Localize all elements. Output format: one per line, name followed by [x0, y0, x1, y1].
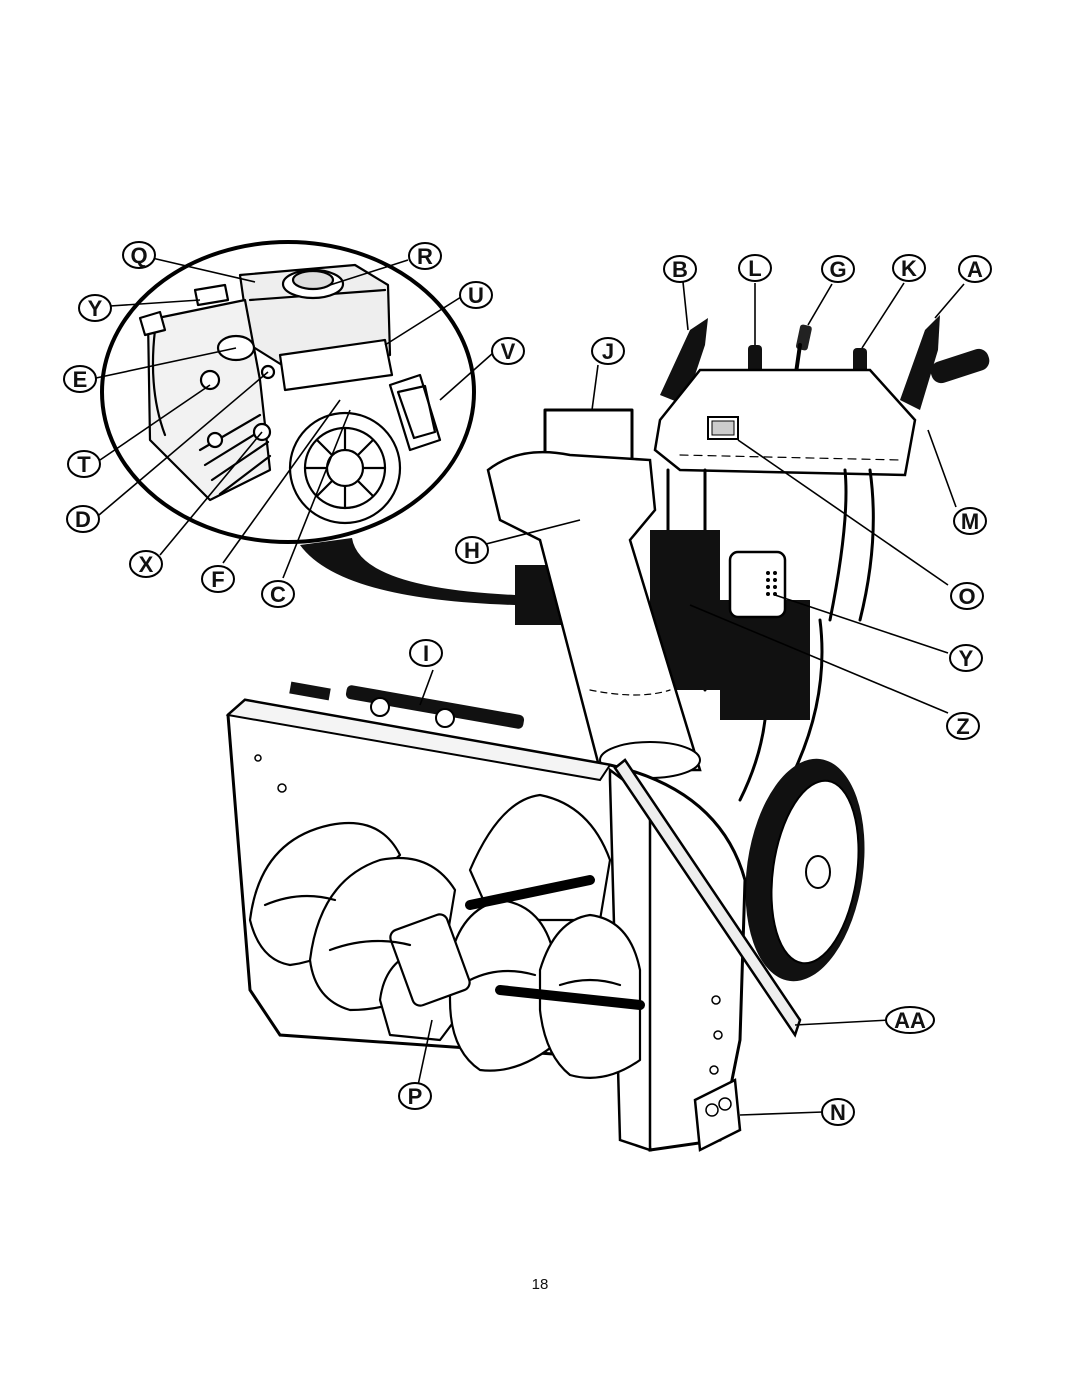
- page-number: 18: [531, 1276, 549, 1293]
- callout-K: K: [892, 254, 926, 282]
- svg-text:R: R: [417, 244, 433, 269]
- svg-text:B: B: [672, 257, 688, 282]
- callout-H: H: [455, 536, 489, 564]
- svg-text:V: V: [501, 339, 516, 364]
- callout-X: X: [129, 550, 163, 578]
- svg-text:K: K: [901, 256, 917, 281]
- svg-text:T: T: [77, 452, 91, 477]
- svg-text:O: O: [958, 584, 975, 609]
- lever-L: [748, 345, 762, 375]
- svg-text:H: H: [464, 538, 480, 563]
- callout-L: L: [738, 254, 772, 282]
- callout-R: R: [408, 242, 442, 270]
- callout-AA: AA: [885, 1006, 935, 1034]
- callout-T: T: [67, 450, 101, 478]
- svg-text:A: A: [967, 257, 983, 282]
- svg-text:X: X: [139, 552, 154, 577]
- skid-shoe: [693, 1078, 742, 1152]
- svg-text:Z: Z: [956, 714, 969, 739]
- svg-text:G: G: [829, 257, 846, 282]
- leader-lines: [95, 257, 965, 1116]
- auger-drive-shaft: [289, 681, 525, 729]
- left-handle-grip: [660, 318, 708, 405]
- engine-drawing: [138, 263, 442, 525]
- right-handle-grip: [900, 315, 940, 410]
- svg-text:P: P: [408, 1084, 423, 1109]
- svg-text:C: C: [270, 582, 286, 607]
- callout-I: I: [409, 639, 443, 667]
- shave-plate: [613, 758, 802, 1038]
- control-panel: [653, 368, 917, 477]
- right-handle-bar: [930, 348, 990, 384]
- svg-text:I: I: [423, 641, 429, 666]
- callout-E: E: [63, 365, 97, 393]
- svg-text:L: L: [748, 256, 761, 281]
- svg-text:E: E: [73, 367, 88, 392]
- wheel: [745, 758, 865, 982]
- callout-F: F: [201, 565, 235, 593]
- callout-Q: Q: [122, 241, 156, 269]
- callout-Y-engine: Y: [78, 294, 112, 322]
- callout-P: P: [398, 1082, 432, 1110]
- svg-text:Y: Y: [959, 646, 974, 671]
- callout-D: D: [66, 505, 100, 533]
- svg-text:N: N: [830, 1100, 846, 1125]
- svg-text:Q: Q: [130, 243, 147, 268]
- callout-C: C: [261, 580, 295, 608]
- svg-text:M: M: [961, 509, 979, 534]
- svg-text:U: U: [468, 283, 484, 308]
- augers: [248, 793, 645, 1079]
- callout-J: J: [591, 337, 625, 365]
- svg-text:J: J: [602, 339, 614, 364]
- callout-U: U: [459, 281, 493, 309]
- engine-inset: [100, 240, 515, 605]
- chute-crank: [543, 408, 634, 490]
- callout-B: B: [663, 255, 697, 283]
- callout-A: A: [958, 255, 992, 283]
- callout-Y-body: Y: [949, 644, 983, 672]
- callout-Z: Z: [946, 712, 980, 740]
- callout-M: M: [953, 507, 987, 535]
- svg-text:D: D: [75, 507, 91, 532]
- svg-text:Y: Y: [88, 296, 103, 321]
- callout-O: O: [950, 582, 984, 610]
- snow-thrower-body: [225, 315, 990, 1152]
- svg-text:F: F: [211, 567, 224, 592]
- callout-N: N: [821, 1098, 855, 1126]
- muffler: [728, 550, 787, 619]
- callout-G: G: [821, 255, 855, 283]
- svg-text:AA: AA: [894, 1008, 926, 1033]
- callout-V: V: [491, 337, 525, 365]
